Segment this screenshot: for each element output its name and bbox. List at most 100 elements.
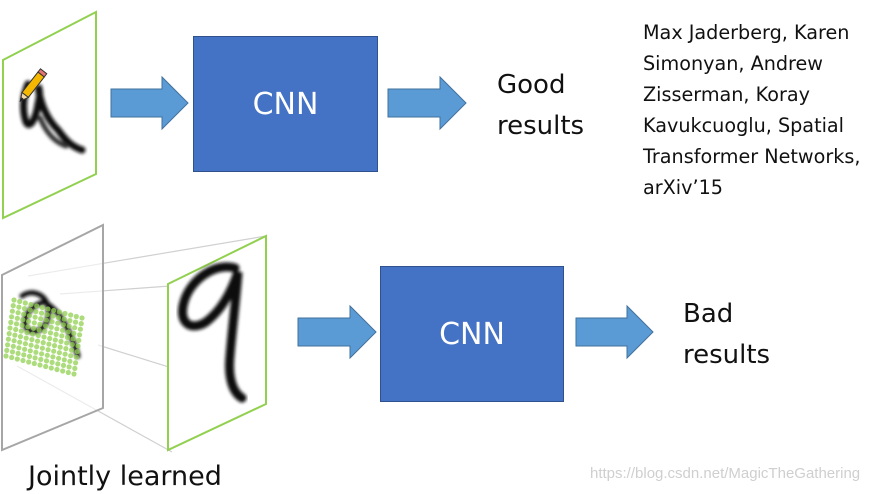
sampling-grid-dot <box>65 329 71 335</box>
sampling-grid-dot <box>33 349 39 355</box>
bad-results-text: Bad results <box>683 294 770 376</box>
sampling-grid-dot <box>11 297 17 303</box>
sampling-grid-dot <box>3 353 9 359</box>
sampling-grid-dot <box>43 317 50 323</box>
pencil-icon <box>19 68 48 103</box>
sampling-grid-dot <box>75 343 81 349</box>
sampling-grid-dot <box>39 351 45 357</box>
sampling-grid-dot <box>63 346 69 352</box>
sampling-grid-dot <box>13 326 19 333</box>
sampling-grid-dot <box>68 353 74 359</box>
citation-line: Max Jaderberg, Karen <box>643 21 850 44</box>
sampling-grid-dot <box>68 347 75 353</box>
sampling-grid-dot <box>51 343 58 349</box>
sampling-grid-dot <box>51 307 57 314</box>
sampling-grid-dot <box>26 359 32 365</box>
sampling-grid-dot <box>10 303 16 309</box>
sampling-grid-dot <box>20 317 26 323</box>
sampling-grid-dot <box>60 368 66 374</box>
sampling-grid-dot <box>47 330 54 336</box>
sampling-grid-dot <box>77 332 83 338</box>
sampling-grid-dot <box>65 369 71 376</box>
sampling-grid-dot <box>38 316 44 322</box>
sampling-grid-dot <box>15 350 21 356</box>
sampling-grid-dot <box>68 312 74 318</box>
sampling-grid-dot <box>9 354 15 361</box>
sampling-grid-dot <box>26 353 33 359</box>
sampling-grid-dot <box>56 355 62 361</box>
sampling-grid-dot <box>28 301 34 308</box>
sampling-grid-dot <box>29 337 35 343</box>
top-input-panel <box>1 10 97 220</box>
sampling-grid-dot <box>73 354 79 360</box>
good-results-line-2: results <box>497 111 585 141</box>
citation-line: arXiv’15 <box>643 176 723 199</box>
sampling-grid-dot <box>43 363 49 370</box>
sampling-grid-dot <box>46 341 52 347</box>
sampling-grid-dot <box>33 309 39 315</box>
sampling-grid-dot <box>78 321 84 327</box>
sampling-grid-dot <box>50 313 56 319</box>
sampling-grid-dot <box>20 357 26 364</box>
sampling-grid-dot <box>26 318 32 324</box>
sampling-grid-dot <box>60 362 67 368</box>
sampling-grid-dot <box>60 322 66 328</box>
top-cnn-label: CNN <box>252 86 319 122</box>
sampling-grid-dot <box>8 319 14 325</box>
sampling-grid-dot <box>13 321 20 327</box>
sampling-grid-dot <box>37 321 43 327</box>
sampling-grid-dot <box>21 306 28 312</box>
sampling-grid-dot <box>71 371 77 377</box>
sampling-grid-dot <box>22 300 28 306</box>
sampling-grid-dot <box>58 338 64 345</box>
sampling-grid-dot <box>45 347 51 353</box>
sampling-grid-dot <box>28 342 34 348</box>
sampling-grid-dot <box>55 320 61 326</box>
sampling-grid-dot <box>73 360 79 366</box>
sampling-grid-dot <box>48 365 54 371</box>
top-cnn-box: CNN <box>193 36 378 172</box>
sampling-grid-dot <box>59 333 65 339</box>
sampling-grid-dot <box>47 335 53 342</box>
sampling-grid-dot <box>26 313 32 319</box>
sampling-grid-dot <box>34 338 41 344</box>
sampling-grid-dot <box>15 310 21 316</box>
transformed-output-panel <box>167 234 267 452</box>
jointly-learned-caption: Jointly learned <box>28 461 222 492</box>
sampling-grid-dot <box>50 354 56 360</box>
sampling-grid-dot <box>43 358 50 364</box>
top-arrow-in <box>110 75 189 131</box>
sampling-grid-dot <box>66 323 72 329</box>
sampling-grid-dot <box>44 312 50 318</box>
sampling-grid-dot <box>5 336 11 342</box>
bad-results-line-1: Bad <box>683 299 734 329</box>
sampling-grid-dot <box>11 338 17 344</box>
citation: Max Jaderberg, Karen Simonyan, Andrew Zi… <box>643 17 881 203</box>
sampling-grid-dot <box>55 361 61 367</box>
sampling-grid-dot <box>67 318 73 324</box>
watermark: https://blog.csdn.net/MagicTheGathering <box>590 465 861 482</box>
sampling-grid-panel <box>1 223 267 453</box>
top-arrow-out <box>387 75 467 131</box>
sampling-grid-dot <box>7 325 13 331</box>
sampling-grid-dot <box>72 365 78 371</box>
sampling-grid-dot <box>44 352 50 358</box>
sampling-grid-dot <box>61 357 67 363</box>
sampling-grid-dot <box>41 334 47 340</box>
sampling-grid-dot <box>24 329 30 336</box>
sampling-grid-dot <box>31 320 37 326</box>
sampling-grid-dot <box>62 351 68 357</box>
citation-line: Transformer Networks, <box>643 145 861 168</box>
citation-line: Kavukcuoglu, Spatial <box>643 114 845 137</box>
sampling-grid-dot <box>16 345 22 351</box>
sampling-grid-dot <box>57 344 63 350</box>
sampling-grid-dot <box>34 344 40 350</box>
sampling-grid-dot <box>69 341 75 348</box>
sampling-grid-dot <box>17 298 23 305</box>
sampling-grid-dot <box>21 311 27 317</box>
sampling-grid-dot <box>6 331 12 337</box>
sampling-grid-dot <box>17 334 24 340</box>
sampling-grid-dot <box>38 356 44 362</box>
sampling-grid-dot <box>60 327 66 333</box>
sampling-grid-dot <box>70 336 76 342</box>
